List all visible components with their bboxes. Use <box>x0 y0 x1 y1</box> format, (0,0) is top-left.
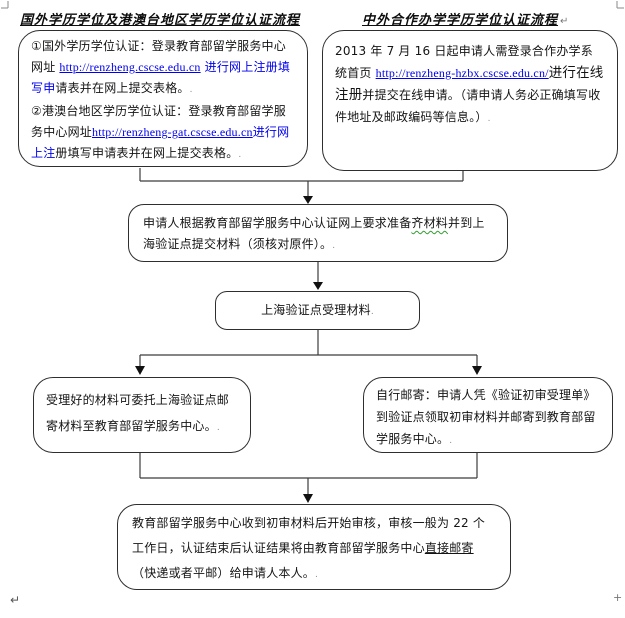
title-joint-text: 中外合作办学学历学位认证流程 <box>362 13 559 28</box>
paragraph-mark: . <box>238 150 242 160</box>
entrust-paragraph: 受理好的材料可委托上海验证点邮寄材料至教育部留学服务中心。. <box>46 387 238 441</box>
paragraph-mark: . <box>487 114 491 124</box>
overseas-p1-text: ①国外学历学位认证：登录教育部留学服务中心网址 <box>31 39 286 74</box>
connector-split <box>139 330 478 367</box>
prepare-text-1: 申请人根据教育部留学服务中心认证网上要求准备 <box>143 216 412 230</box>
review-text-1: 教育部留学服务中心收到初审材料后开始审核，审核一般为 22 个工作日，认证结束后… <box>132 516 486 555</box>
flow-box-overseas-registration: ①国外学历学位认证：登录教育部留学服务中心网址 http://renzheng.… <box>18 30 308 167</box>
overseas-p2-text: ②港澳台地区学历学位认证：登录教育部留学服务中心网址 <box>31 104 286 139</box>
title-joint-process: 中外合作办学学历学位认证流程↵ <box>362 9 569 28</box>
joint-text-3: 并提交在线申请。（请申请人务必正确填写收件地址及邮政编码等信息。） <box>335 88 601 124</box>
arrowhead-to-accept <box>313 282 323 290</box>
review-underlined-text: 直接邮寄 <box>424 541 474 555</box>
link-renzheng-hzbx-cscse[interactable]: http://renzheng-hzbx.cscse.edu.cn/ <box>375 66 549 80</box>
joint-text-1: 2013 年 7 月 16 日起申请人需登录合作办学系统首页 <box>335 44 593 80</box>
prepare-wavy-text: 齐材料 <box>411 216 449 230</box>
arrowhead-to-entrust <box>135 366 145 375</box>
corner-mark-top-left <box>1 1 9 9</box>
joint-text-2: 进行在线注册 <box>335 65 604 103</box>
flow-box-entrust-mailing: 受理好的材料可委托上海验证点邮寄材料至教育部留学服务中心。. <box>33 377 251 453</box>
accept-text: 上海验证点受理材料 <box>261 303 371 317</box>
paragraph-mark: . <box>332 241 336 251</box>
paragraph-mark: . <box>216 423 220 433</box>
overseas-p1-rest: 请表并在网上提交表格。 <box>55 81 190 95</box>
link-renzheng-cscse[interactable]: http://renzheng.cscse.edu.cn <box>59 60 201 74</box>
arrowhead-to-prepare <box>303 196 313 204</box>
paragraph-mark: . <box>449 436 453 446</box>
arrowhead-to-selfmail <box>472 366 482 375</box>
arrowhead-to-review <box>303 494 313 503</box>
prepare-paragraph: 申请人根据教育部留学服务中心认证网上要求准备齐材料并到上海验证点提交材料（须核对… <box>143 213 493 257</box>
paragraph-mark: . <box>315 570 319 580</box>
flow-box-review-result: 教育部留学服务中心收到初审材料后开始审核，审核一般为 22 个工作日，认证结束后… <box>117 504 511 590</box>
flow-box-joint-registration: 2013 年 7 月 16 日起申请人需登录合作办学系统首页 http://re… <box>322 30 618 171</box>
overseas-p1-blue-text: 进行网上注册填写申 <box>31 60 291 95</box>
overseas-paragraph-2: ②港澳台地区学历学位认证：登录教育部留学服务中心网址http://renzhen… <box>31 101 297 166</box>
link-renzheng-gat-cscse[interactable]: http://renzheng-gat.cscse.edu.cn <box>92 125 253 139</box>
connector-bottom-merge <box>139 453 478 495</box>
plus-mark: + <box>613 591 623 604</box>
document-return-mark: ↵ <box>10 593 21 607</box>
corner-mark-top-right <box>616 1 624 9</box>
paragraph-mark: . <box>189 85 193 95</box>
prepare-text-2: 并到上海验证点提交材料（须核对原件）。 <box>143 216 485 251</box>
review-paragraph: 教育部留学服务中心收到初审材料后开始审核，审核一般为 22 个工作日，认证结束后… <box>132 511 496 588</box>
flow-box-self-mailing: 自行邮寄：申请人凭《验证初审受理单》到验证点领取初审材料并邮寄到教育部留学服务中… <box>363 377 613 453</box>
overseas-p2-rest: 册填写申请表并在网上提交表格。 <box>55 146 239 160</box>
selfmail-text: 自行邮寄：申请人凭《验证初审受理单》到验证点领取初审材料并邮寄到教育部留学服务中… <box>376 388 596 446</box>
flow-box-prepare-materials: 申请人根据教育部留学服务中心认证网上要求准备齐材料并到上海验证点提交材料（须核对… <box>128 204 508 262</box>
entrust-text: 受理好的材料可委托上海验证点邮寄材料至教育部留学服务中心。 <box>46 393 230 433</box>
review-text-2: （快递或者平邮）给申请人本人。 <box>132 566 316 580</box>
paragraph-mark: . <box>370 307 374 317</box>
selfmail-paragraph: 自行邮寄：申请人凭《验证初审受理单》到验证点领取初审材料并邮寄到教育部留学服务中… <box>376 384 600 452</box>
overseas-p2-blue-text: 进行网上注 <box>31 125 290 160</box>
title-overseas-process: 国外学历学位及港澳台地区学历学位认证流程 <box>20 13 301 28</box>
paragraph-return-mark: ↵ <box>560 16 570 27</box>
flow-box-shanghai-accept: 上海验证点受理材料. <box>215 291 420 330</box>
connector-top-merge <box>139 168 464 197</box>
joint-paragraph: 2013 年 7 月 16 日起申请人需登录合作办学系统首页 http://re… <box>335 40 605 130</box>
overseas-paragraph-1: ①国外学历学位认证：登录教育部留学服务中心网址 http://renzheng.… <box>31 36 297 101</box>
